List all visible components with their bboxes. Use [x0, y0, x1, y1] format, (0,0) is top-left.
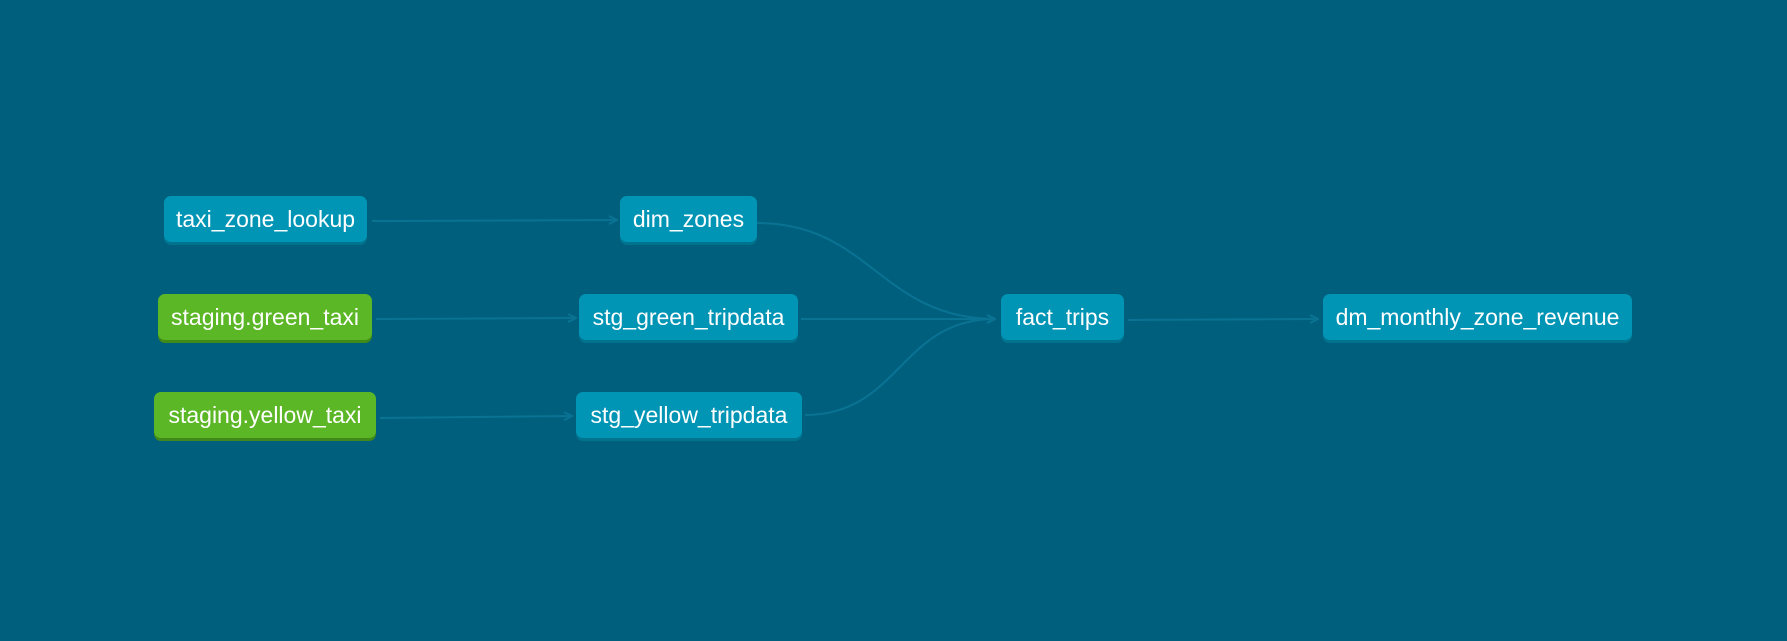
edge-staging-yellow-taxi-to-stg-yellow-tripdata	[379, 416, 572, 418]
node-dim-zones[interactable]: dim_zones	[620, 196, 757, 242]
node-fact-trips[interactable]: fact_trips	[1001, 294, 1124, 340]
node-taxi-zone-lookup[interactable]: taxi_zone_lookup	[164, 196, 367, 242]
node-staging-yellow-taxi[interactable]: staging.yellow_taxi	[154, 392, 376, 438]
edge-fact-trips-to-dm-monthly-zone-revenue	[1127, 319, 1318, 320]
edge-staging-green-taxi-to-stg-green-tripdata	[375, 318, 576, 319]
node-stg-yellow-tripdata[interactable]: stg_yellow_tripdata	[576, 392, 802, 438]
node-staging-green-taxi[interactable]: staging.green_taxi	[158, 294, 372, 340]
edge-dim-zones-to-fact-trips	[756, 222, 995, 319]
edge-taxi-zone-lookup-to-dim-zones	[371, 220, 617, 221]
node-dm-monthly-zone-revenue[interactable]: dm_monthly_zone_revenue	[1323, 294, 1632, 340]
node-stg-green-tripdata[interactable]: stg_green_tripdata	[579, 294, 798, 340]
edge-stg-yellow-tripdata-to-fact-trips	[804, 319, 995, 416]
